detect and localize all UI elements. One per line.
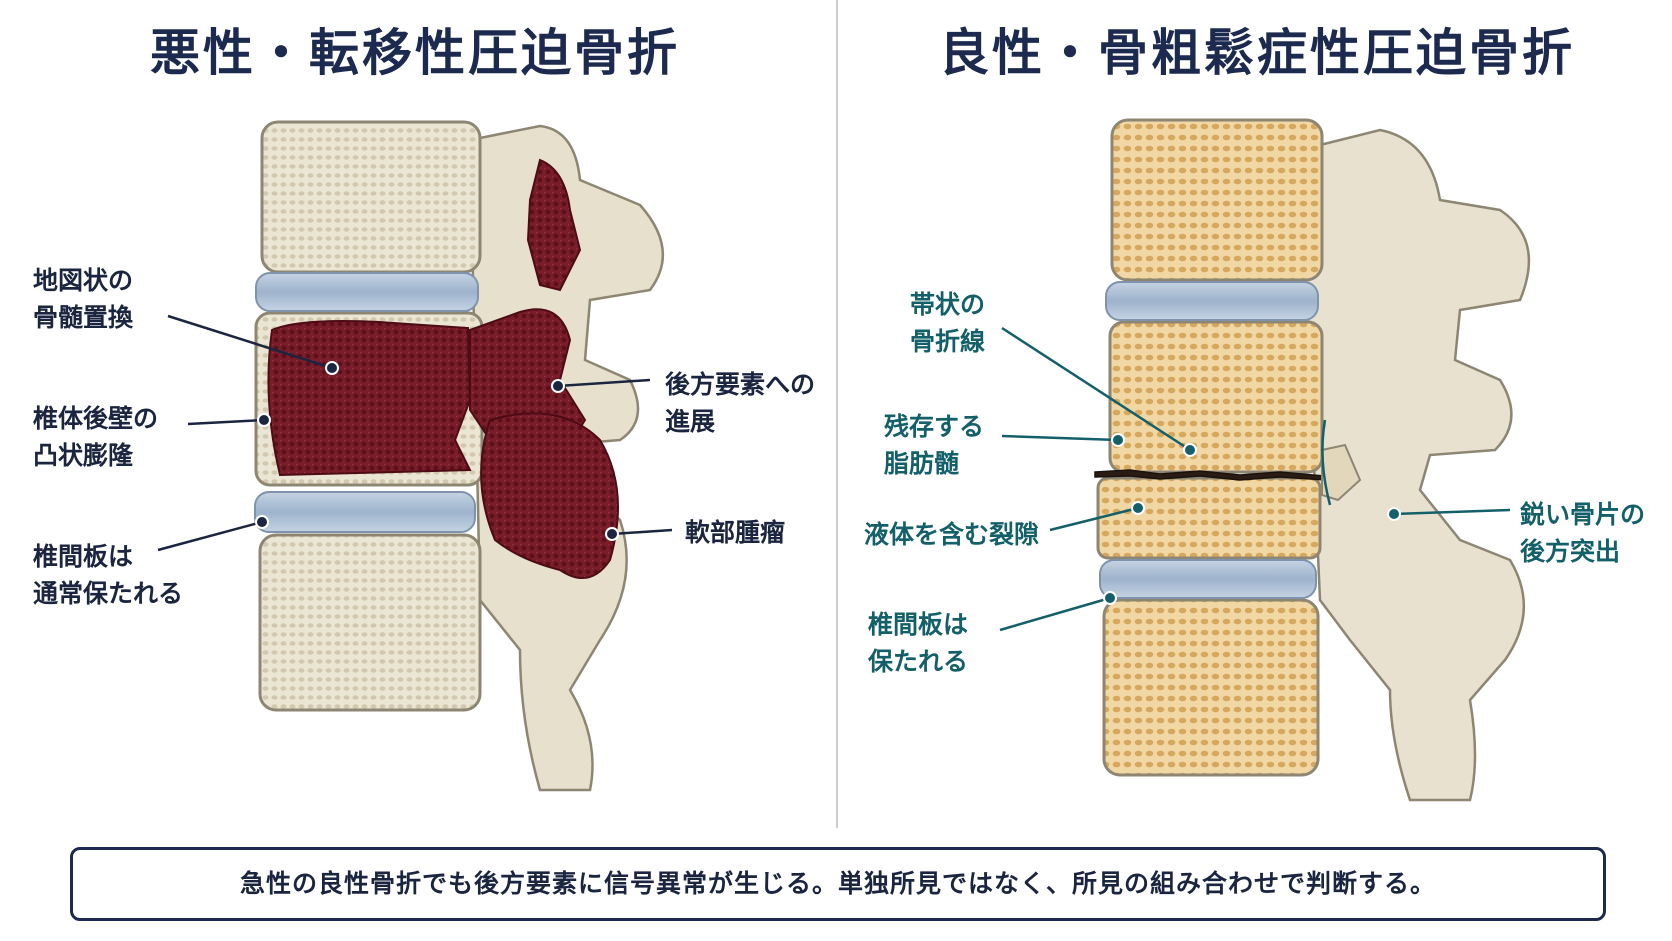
label-line: 軟部腫瘤 [685, 518, 786, 547]
label-fluid-cleft: 液体を含む裂隙 [864, 516, 1039, 553]
upper-disc [255, 272, 479, 312]
label-retropulsed-fragment: 鋭い骨片の 後方突出 [1520, 496, 1645, 570]
label-preserved-fat: 残存する 脂肪髄 [884, 408, 984, 482]
lower-vertebra-benign [1102, 598, 1320, 777]
label-line: 進展 [665, 407, 716, 436]
label-fracture-line: 帯状の 骨折線 [910, 286, 985, 360]
leader-disc-left [157, 520, 263, 552]
label-posterior-element-extension: 後方要素への 進展 [665, 366, 815, 440]
malignant-spine [254, 120, 665, 792]
leader-fluid-cleft [1049, 506, 1139, 532]
label-line: 椎体後壁の [33, 404, 159, 433]
leader-posterior-extension [557, 378, 651, 388]
label-line: 後方突出 [1520, 537, 1621, 566]
leader-disc-right [999, 596, 1111, 632]
marker-posterior-extension [551, 379, 565, 393]
label-line: 脂肪髄 [884, 449, 960, 478]
soft-tissue-mass [480, 412, 619, 579]
lower-disc-benign [1099, 559, 1317, 599]
upper-vertebra [260, 120, 482, 274]
upper-disc-benign [1105, 281, 1319, 321]
leader-posterior-wall [187, 418, 265, 426]
benign-fracture-title: 良性・骨粗鬆症性圧迫骨折 [939, 24, 1575, 82]
leader-fragment [1393, 508, 1511, 516]
label-line: 骨折線 [910, 327, 986, 356]
label-soft-tissue-mass: 軟部腫瘤 [685, 514, 785, 551]
leader-fat-marrow [1001, 434, 1119, 442]
lower-disc [254, 491, 476, 533]
label-line: 保たれる [868, 647, 969, 676]
label-line: 椎間板は [868, 610, 969, 639]
posterior-elements-benign [1298, 128, 1531, 802]
label-posterior-wall-bulge: 椎体後壁の 凸状膨隆 [33, 400, 158, 474]
footer-note-box: 急性の良性骨折でも後方要素に信号異常が生じる。単独所見ではなく、所見の組み合わせ… [70, 847, 1606, 921]
fractured-vertebra-lower [1096, 476, 1322, 560]
fragment-outline [1321, 419, 1332, 506]
marker-fat-marrow [1111, 433, 1125, 447]
marker-disc-right [1103, 591, 1117, 605]
label-line: 帯状の [910, 290, 986, 319]
marker-soft-tissue [605, 527, 619, 541]
fractured-vertebra-upper [1108, 320, 1324, 474]
marker-fracture-line [1183, 443, 1197, 457]
marker-fluid-cleft [1131, 501, 1145, 515]
bone-fragment [1321, 443, 1362, 502]
posterior-elements [468, 124, 665, 792]
label-line: 骨髄置換 [33, 303, 134, 332]
label-line: 地図状の [33, 266, 134, 295]
label-line: 通常保たれる [33, 579, 184, 608]
leader-soft-tissue [611, 528, 673, 536]
leader-marrow-replacement [167, 314, 333, 370]
footer-note: 急性の良性骨折でも後方要素に信号異常が生じる。単独所見ではなく、所見の組み合わせ… [239, 869, 1436, 898]
label-line: 液体を含む裂隙 [864, 520, 1040, 549]
label-disc-preserved-left: 椎間板は 通常保たれる [33, 538, 183, 612]
lower-vertebra [258, 533, 482, 712]
marker-fragment [1387, 507, 1401, 521]
panel-divider [836, 0, 838, 828]
malignant-fracture-title: 悪性・転移性圧迫骨折 [150, 24, 680, 82]
benign-spine [1094, 118, 1531, 802]
label-disc-preserved-right: 椎間板は 保たれる [868, 606, 968, 680]
label-marrow-replacement: 地図状の 骨髄置換 [33, 262, 133, 336]
label-line: 鋭い骨片の [1520, 500, 1646, 529]
leader-fracture-line [1001, 326, 1191, 452]
label-line: 残存する [884, 412, 985, 441]
label-line: 凸状膨隆 [33, 441, 134, 470]
label-line: 後方要素への [665, 370, 816, 399]
marker-posterior-wall [257, 413, 271, 427]
marker-marrow-replacement [325, 361, 339, 375]
marker-disc-left [255, 515, 269, 529]
tumor-pedicle-extension [526, 158, 582, 292]
upper-vertebra-benign [1110, 118, 1324, 282]
tumor-marrow [267, 320, 472, 477]
label-line: 椎間板は [33, 542, 134, 571]
